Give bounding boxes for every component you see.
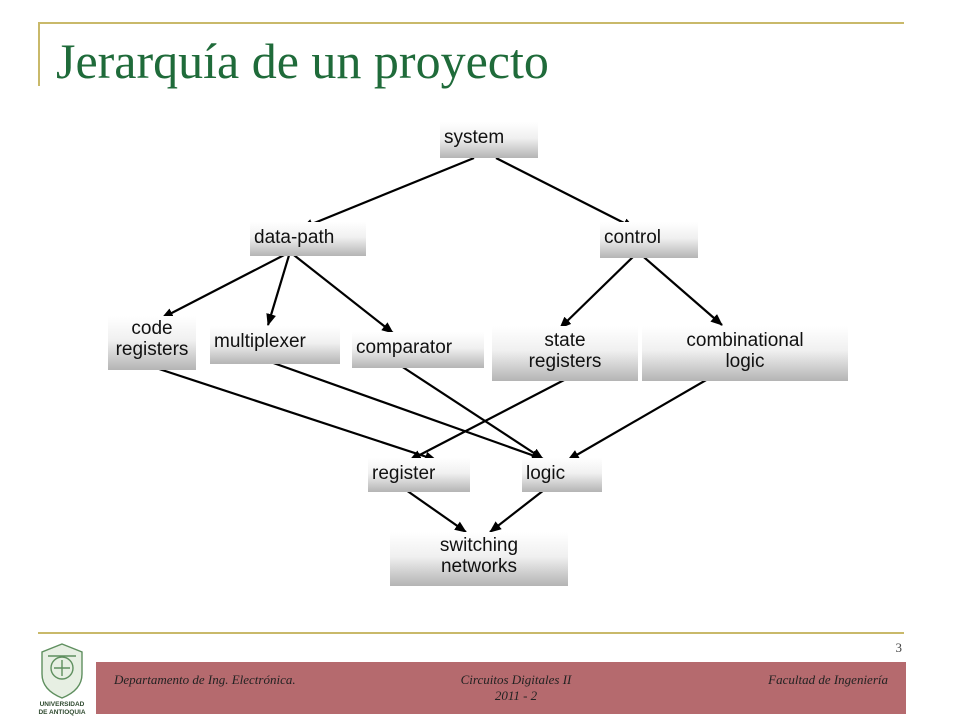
arrow-code-registers-to-register [149,364,437,462]
node-data-path-label: data-path [254,227,334,248]
node-code-registers-line-2: registers [116,339,189,360]
node-switching-networks: switching networks [390,532,568,586]
arrow-control-to-combinational-logic [637,251,723,326]
node-logic-label: logic [526,463,565,484]
arrow-comparator-to-logic [394,361,544,460]
arrow-state-registers-to-register [409,377,569,461]
arrow-system-to-data-path [301,156,475,230]
slide-title: Jerarquía de un proyecto [56,33,549,89]
node-combinational-logic-line-1: combinational [686,330,803,351]
logo-text-line-1: UNIVERSIDAD [40,701,85,708]
node-control: control [600,222,698,258]
node-state-registers-line-2: registers [529,351,602,372]
footer-department: Departamento de Ing. Electrónica. [114,672,296,687]
arrow-system-to-control [495,157,635,229]
node-register: register [368,458,470,492]
frame-top-line [38,22,904,24]
node-control-label: control [604,227,661,248]
node-system: system [440,122,538,158]
node-register-label: register [372,463,436,484]
frame-left-line [38,22,40,86]
arrow-data-path-to-comparator [289,251,394,334]
diagram-arrows [149,156,723,533]
node-state-registers-line-1: state [544,330,585,351]
node-multiplexer: multiplexer [210,326,340,364]
node-comparator: comparator [352,332,484,368]
arrow-logic-to-switching-networks [489,489,545,533]
footer-course-block: Circuitos Digitales II 2011 - 2 [436,672,596,704]
arrow-data-path-to-multiplexer [266,251,292,326]
node-comparator-label: comparator [356,337,453,358]
page-number: 3 [895,640,903,655]
footer-divider-line [38,632,904,634]
node-code-registers: code registers [108,316,196,370]
node-switching-networks-line-1: switching [440,535,518,556]
logo-text-line-2: DE ANTIOQUIA [38,709,85,716]
node-multiplexer-label: multiplexer [214,331,307,352]
node-system-label: system [444,127,504,148]
arrow-combinational-logic-to-logic [567,371,721,461]
footer-course: Circuitos Digitales II [460,672,572,687]
footer-bar: Departamento de Ing. Electrónica. Circui… [96,662,906,714]
node-code-registers-line-1: code [131,318,172,339]
node-state-registers: state registers [492,326,638,381]
arrow-multiplexer-to-logic [264,358,544,461]
node-combinational-logic-line-2: logic [725,351,764,372]
university-logo: UNIVERSIDAD DE ANTIOQUIA [38,643,86,716]
arrow-data-path-to-code-registers [161,251,291,319]
node-combinational-logic: combinational logic [642,326,848,381]
footer-faculty: Facultad de Ingeniería [768,672,888,687]
node-data-path: data-path [250,222,366,256]
arrow-control-to-state-registers [559,251,639,329]
node-logic: logic [522,458,602,492]
arrow-register-to-switching-networks [405,489,467,533]
node-switching-networks-line-2: networks [441,556,517,577]
footer-term: 2011 - 2 [494,688,538,703]
